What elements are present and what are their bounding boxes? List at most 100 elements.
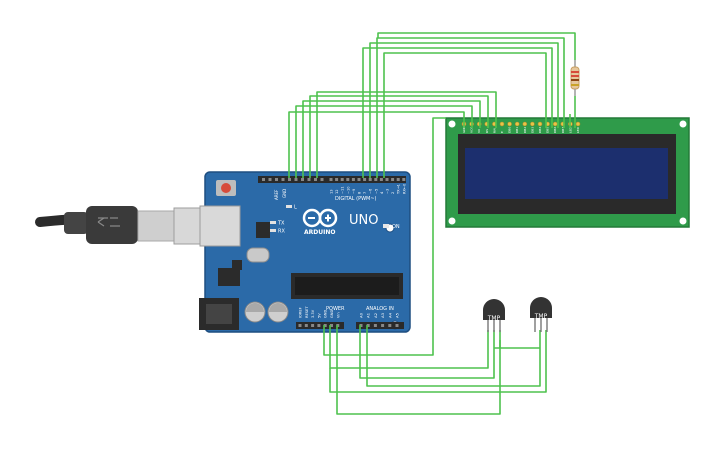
analog-pin[interactable] [381,324,385,327]
analog-pin-label: A5 [395,312,400,318]
wire-group[interactable] [288,32,576,415]
digital-pin[interactable] [385,178,389,181]
wire[interactable] [309,95,489,178]
digital-pin-label: ~5 [374,189,378,194]
analog-pin[interactable] [366,324,370,327]
lcd-pin[interactable] [530,121,535,127]
digital-pin[interactable] [357,178,361,181]
lcd-pin-label: GND [462,125,466,133]
lcd-pin-label: DB3 [530,127,534,133]
usb-chip [256,222,270,238]
dc-power-jack-inner [206,304,232,324]
resistor-band [571,71,579,73]
lcd-pin-label: DB6 [553,127,557,133]
analog-pin[interactable] [395,324,399,327]
header-pin[interactable] [320,178,324,181]
header-pin[interactable] [314,178,317,181]
header-pin[interactable] [307,178,311,181]
power-pin[interactable] [317,324,321,327]
wire[interactable] [377,32,576,60]
capacitor-top [269,303,287,312]
digital-pin[interactable] [346,178,350,181]
header-pin[interactable] [294,178,298,181]
header-pin[interactable] [268,178,272,181]
lcd-pin-label: DB7 [561,127,565,133]
power-pin[interactable] [304,324,308,327]
header-pin[interactable] [275,178,278,181]
power-pin[interactable] [311,324,315,327]
lcd-pin[interactable] [507,121,512,127]
header-pin[interactable] [281,178,285,181]
arduino-logo-icon [302,208,338,228]
digital-pin-label: 8 [358,191,362,194]
gnd-pin-label: GND [282,189,287,198]
usb-plug-body [86,206,138,244]
digital-pin[interactable] [379,178,383,181]
digital-pin-label: 12 [335,189,339,194]
digital-pin[interactable] [396,178,400,181]
analog-pin-label: A1 [366,312,371,318]
resistor-band [571,84,579,86]
wire[interactable] [329,325,489,369]
analog-pin-label: A0 [359,312,364,318]
header-pin[interactable] [301,178,304,181]
digital-pin[interactable] [402,178,406,181]
lcd-mount-hole [448,217,456,225]
digital-pin[interactable] [340,178,344,181]
wire[interactable] [366,325,541,387]
lcd-pin-label: V0 [477,129,481,133]
wire[interactable] [336,325,501,415]
header-pin[interactable] [262,178,265,181]
rx-led [270,229,276,232]
lcd-pin[interactable] [514,121,520,127]
power-pin[interactable] [330,324,333,327]
digital-pin[interactable] [391,178,395,181]
wire[interactable] [329,330,547,393]
digital-pin[interactable] [335,178,339,181]
digital-pin[interactable] [351,178,355,181]
digital-pin[interactable] [329,178,333,181]
wire[interactable] [323,117,446,356]
lcd-pin-label: LED [576,126,580,133]
analog-pin[interactable] [388,324,392,327]
digital-pin[interactable] [368,178,372,181]
usb-cable[interactable] [35,206,221,245]
crystal [246,247,270,263]
digital-pin-label: 13 [330,189,334,194]
header-pin[interactable] [288,178,291,181]
wire[interactable] [369,42,559,178]
wire[interactable] [376,37,565,178]
digital-pin[interactable] [374,178,378,181]
lcd-pin[interactable] [537,121,543,127]
analog-pin[interactable] [359,324,363,327]
power-pin-label: GND [330,310,334,318]
temp-sensor[interactable]: TMP [530,297,552,332]
lcd-pin[interactable] [522,121,528,127]
wire[interactable] [362,47,553,178]
lcd-pin-label: DB5 [546,127,550,133]
sensor-label: TMP [487,315,501,322]
wire[interactable] [302,100,481,178]
power-pin[interactable] [298,324,302,327]
wire[interactable] [359,325,495,379]
wire[interactable] [383,52,547,178]
lcd-pin[interactable] [552,121,558,127]
power-pin-label: Vin [336,312,340,318]
lcd-pin-label: DB0 [508,127,512,133]
digital-pin[interactable] [363,178,367,181]
digital-pin-label: 7 [363,192,367,194]
lcd-pin[interactable] [575,121,581,127]
reset-button[interactable] [221,183,231,193]
wire[interactable] [316,91,497,178]
temp-sensor[interactable]: TMP [483,299,505,332]
lcd-pin-label: DB2 [523,127,527,133]
resistor[interactable] [570,60,580,96]
power-pin[interactable] [323,324,327,327]
analog-pin-label: A3 [380,312,385,318]
digital-pin-label: 4 [380,191,384,194]
lcd-pin[interactable] [499,121,505,127]
analog-pin[interactable] [373,324,377,327]
